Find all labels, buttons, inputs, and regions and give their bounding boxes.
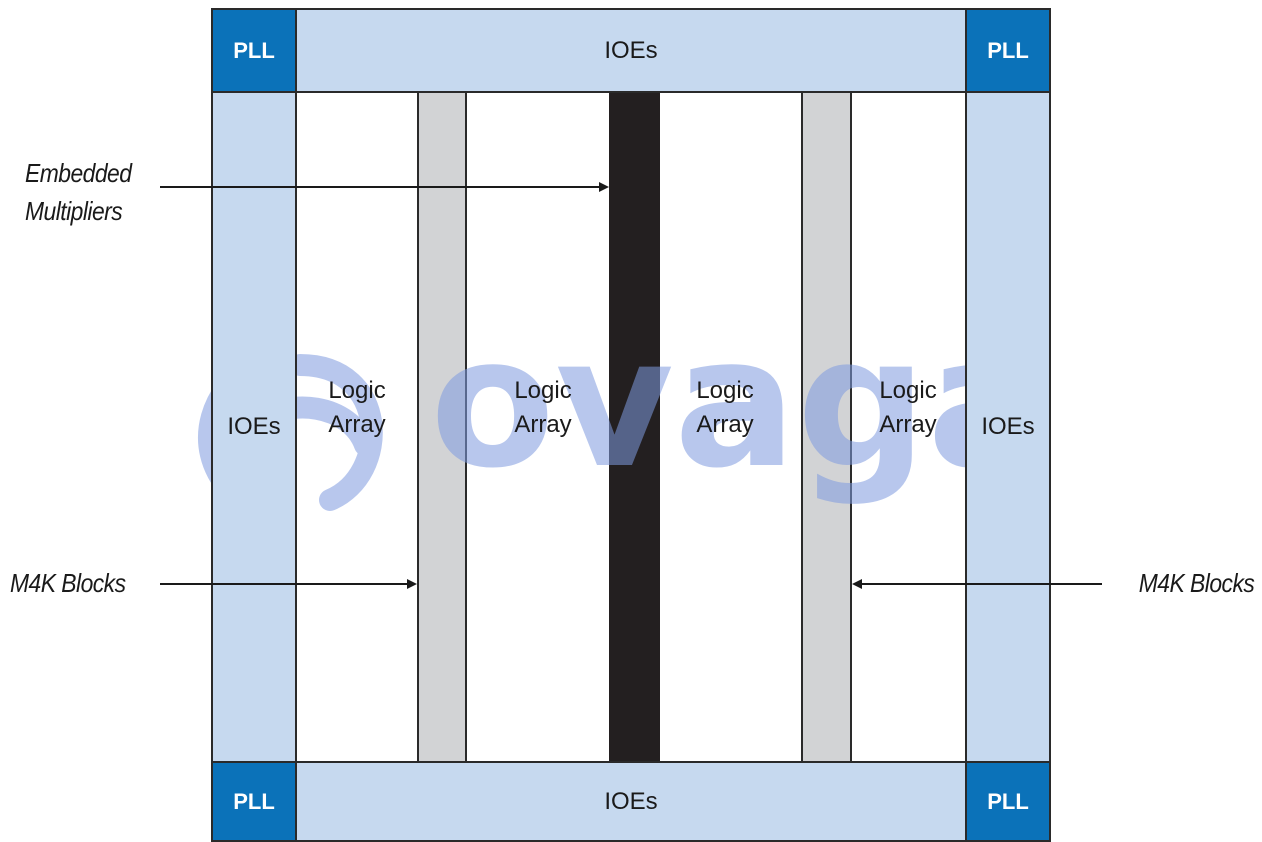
arrow-embedded-line <box>160 186 600 188</box>
m4k-block-column-right <box>801 91 852 763</box>
logic-array-3-line-1: Logic <box>696 377 754 404</box>
logic-array-1-line-1: Logic <box>328 377 386 404</box>
pll-bottom-left: PLL <box>211 761 297 842</box>
logic-array-3-line-2: Array <box>696 411 754 438</box>
logic-array-3: Logic Array <box>665 374 785 442</box>
logic-array-4-line-1: Logic <box>879 377 937 404</box>
arrow-m4k-left-line <box>160 583 408 585</box>
callout-embedded-line-2: Multipliers <box>25 196 123 226</box>
arrow-m4k-right-head <box>852 579 862 589</box>
ioe-bottom: IOEs <box>295 761 967 842</box>
pll-top-right: PLL <box>965 8 1051 93</box>
callout-embedded-line-1: Embedded <box>25 158 132 188</box>
m4k-block-column-left <box>417 91 467 763</box>
arrow-m4k-left-head <box>407 579 417 589</box>
logic-array-2-line-2: Array <box>514 411 572 438</box>
pll-top-left: PLL <box>211 8 297 93</box>
logic-array-2: Logic Array <box>483 374 603 442</box>
pll-bottom-right: PLL <box>965 761 1051 842</box>
embedded-multiplier-column <box>609 91 660 763</box>
callout-embedded-multipliers: Embedded Multipliers <box>25 154 132 230</box>
ioe-right: IOEs <box>965 91 1051 763</box>
logic-array-1: Logic Array <box>297 374 417 442</box>
callout-m4k-left: M4K Blocks <box>10 568 126 598</box>
logic-array-1-line-2: Array <box>328 411 386 438</box>
logic-array-4-line-2: Array <box>879 411 937 438</box>
callout-m4k-right: M4K Blocks <box>1138 568 1254 598</box>
ioe-top: IOEs <box>295 8 967 93</box>
logic-array-2-line-1: Logic <box>514 377 572 404</box>
arrow-m4k-right-line <box>862 583 1102 585</box>
ioe-left: IOEs <box>211 91 297 763</box>
logic-array-4: Logic Array <box>848 374 968 442</box>
arrow-embedded-head <box>599 182 609 192</box>
